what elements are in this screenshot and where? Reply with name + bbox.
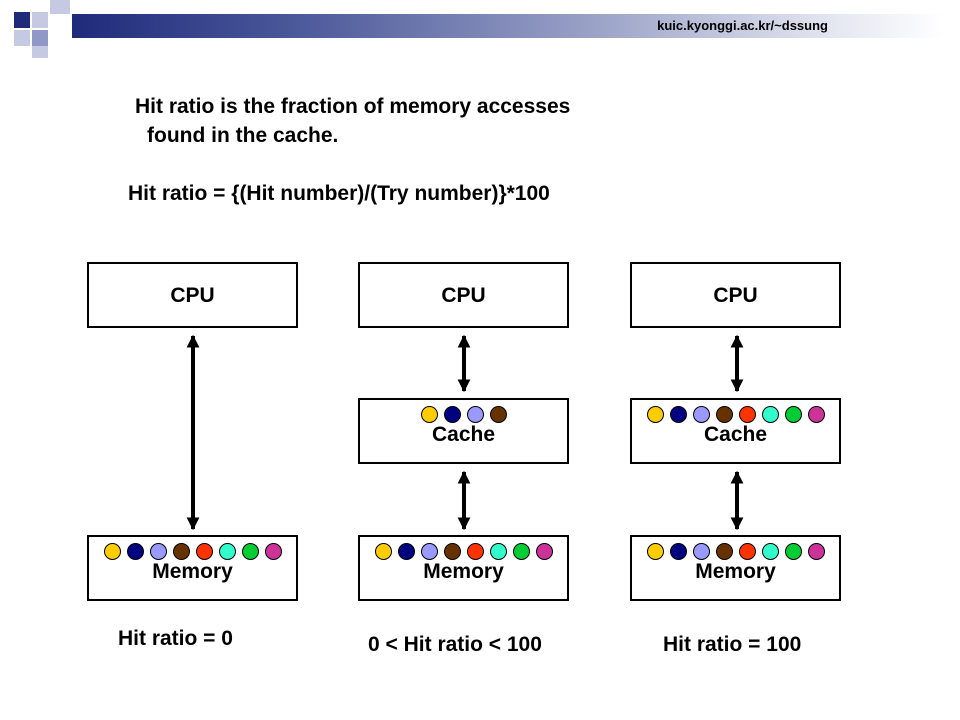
data-block-dot (761, 406, 779, 423)
data-block-dot (646, 543, 664, 560)
cache-dots (632, 406, 839, 423)
header-gradient-bar (72, 14, 944, 38)
header-square-navy (14, 12, 30, 28)
data-block-dot (715, 543, 733, 560)
hit-ratio-caption: Hit ratio = 0 (118, 627, 233, 650)
memory-dots (89, 543, 296, 560)
data-block-dot (264, 543, 282, 560)
data-block-dot (715, 406, 733, 423)
cache-label: Cache (703, 423, 768, 446)
data-block-dot (126, 543, 144, 560)
memory-label: Memory (152, 560, 233, 583)
memory-dots (632, 543, 839, 560)
cpu-label: CPU (441, 284, 486, 307)
data-block-dot (218, 543, 236, 560)
data-block-dot (420, 543, 438, 560)
data-block-dot (692, 543, 710, 560)
memory-box: Memory (358, 535, 569, 601)
intro-line-2: found in the cache. (147, 124, 339, 147)
data-block-dot (420, 406, 438, 423)
intro-line-1: Hit ratio is the fraction of memory acce… (135, 95, 571, 118)
data-block-dot (646, 406, 664, 423)
data-block-dot (512, 543, 530, 560)
data-block-dot (738, 543, 756, 560)
data-block-dot (466, 543, 484, 560)
memory-label: Memory (423, 560, 504, 583)
data-block-dot (669, 543, 687, 560)
data-block-dot (784, 543, 802, 560)
data-block-dot (466, 406, 484, 423)
data-block-dot (397, 543, 415, 560)
cpu-label: CPU (170, 284, 215, 307)
hit-ratio-caption: Hit ratio = 100 (663, 633, 802, 656)
header-url: kuic.kyonggi.ac.kr/~dssung (657, 18, 828, 33)
memory-box: Memory (87, 535, 298, 601)
data-block-dot (692, 406, 710, 423)
data-block-dot (149, 543, 167, 560)
cache-label: Cache (431, 423, 496, 446)
memory-label: Memory (695, 560, 776, 583)
header-square-mid (32, 30, 48, 46)
data-block-dot (761, 543, 779, 560)
data-block-dot (807, 406, 825, 423)
data-block-dot (443, 406, 461, 423)
data-block-dot (738, 406, 756, 423)
data-block-dot (489, 406, 507, 423)
header-square-light (32, 46, 48, 58)
hit-ratio-caption: 0 < Hit ratio < 100 (368, 633, 542, 656)
hit-ratio-formula: Hit ratio = {(Hit number)/(Try number)}*… (128, 182, 550, 205)
header-square-light (50, 0, 70, 14)
memory-box: Memory (630, 535, 841, 601)
header-square-light (32, 12, 48, 28)
data-block-dot (807, 543, 825, 560)
data-block-dot (535, 543, 553, 560)
data-block-dot (241, 543, 259, 560)
cache-dots (360, 406, 567, 423)
data-block-dot (489, 543, 507, 560)
data-block-dot (172, 543, 190, 560)
data-block-dot (443, 543, 461, 560)
cpu-box: CPU (87, 262, 298, 328)
cpu-box: CPU (630, 262, 841, 328)
data-block-dot (669, 406, 687, 423)
cache-box: Cache (630, 398, 841, 464)
data-block-dot (374, 543, 392, 560)
cpu-box: CPU (358, 262, 569, 328)
memory-dots (360, 543, 567, 560)
cpu-label: CPU (713, 284, 758, 307)
data-block-dot (195, 543, 213, 560)
cache-box: Cache (358, 398, 569, 464)
header-square-light (14, 30, 30, 46)
data-block-dot (784, 406, 802, 423)
data-block-dot (103, 543, 121, 560)
